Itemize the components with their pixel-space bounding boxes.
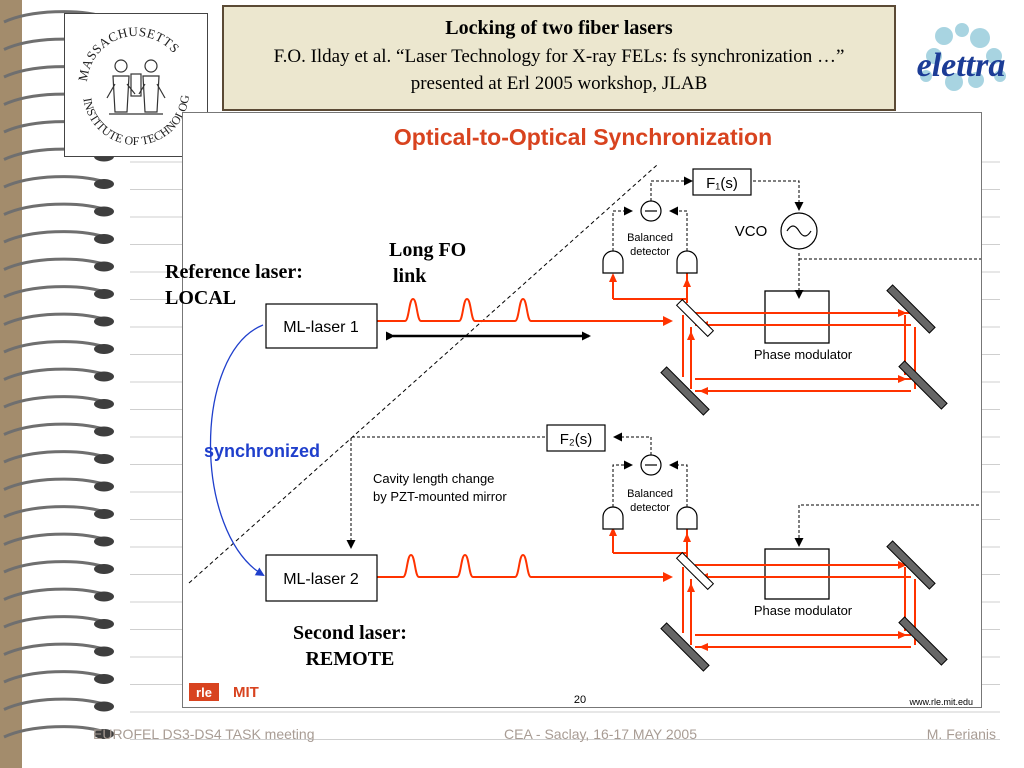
filter-f1-box [692,168,752,196]
filter-f2-box [546,424,606,452]
balanced-detector-2-label-b: detector [630,502,670,514]
filter-f2-label: F₂(s) [560,431,592,448]
spiral-hole [94,261,114,272]
spiral-hole [94,454,114,464]
synchronized-arrow [209,324,265,577]
slide-page-number: 20 [574,694,586,706]
header-citation: F.O. Ilday et al. “Laser Technology for … [273,46,845,94]
phase-modulator-1-box [764,290,830,344]
mirrors-1 [660,284,948,416]
cavity-beams-1 [612,273,916,392]
spiral-ring [3,560,109,574]
spiral-ring [3,505,109,519]
pulse-train-2 [377,553,673,582]
mit-seal-logo: MASSACHUSETTS INSTITUTE OF TECHNOLOGY [61,3,208,157]
ml-laser-2-box [265,554,378,602]
cavity-beams-2 [612,529,916,648]
phase-modulator-1-label: Phase modulator [754,347,853,362]
spiral-hole [94,509,114,519]
spiral-hole [94,179,114,189]
spiral-hole [94,701,114,712]
balanced-detector-1 [602,200,698,274]
header-title: Locking of two fiber lasers [445,17,673,39]
spiral-hole [94,481,114,492]
footer-left: EUROFEL DS3-DS4 TASK meeting [93,726,315,742]
elettra-logo: elettra [904,16,1018,102]
spine-band [0,0,22,768]
slide-title: Optical-to-Optical Synchronization [394,124,772,150]
ml-laser-1-label: ML-laser 1 [283,319,359,336]
spiral-hole [94,206,114,217]
spiral-ring [3,670,109,684]
spiral-ring [3,477,109,491]
spiral-ring [3,587,109,601]
spiral-hole [94,674,114,684]
embedded-slide: Optical-to-Optical Synchronization ML-la… [182,112,982,708]
spiral-hole [94,344,114,354]
header-title-box: Locking of two fiber lasers F.O. Ilday e… [222,5,896,111]
svg-text:rle: rle [196,685,212,700]
spiral-ring [3,312,109,326]
spiral-ring [3,532,109,546]
spiral-ring [3,257,109,271]
spiral-hole [94,289,114,299]
second-laser-annotation: Second laser: REMOTE [293,622,407,670]
filter-f1-label: F₁(s) [706,175,738,192]
synchronized-label: synchronized [204,441,320,461]
local-remote-separator [188,164,658,584]
synchronization-diagram: Optical-to-Optical Synchronization ML-la… [188,124,981,707]
spiral-ring [3,395,109,409]
spiral-hole [94,729,114,739]
spiral-hole [94,536,114,547]
spiral-ring [3,422,109,436]
spiral-hole [94,399,114,409]
spiral-hole [94,426,114,437]
spiral-ring [3,285,109,299]
spiral-hole [94,564,114,574]
spiral-ring [3,642,109,656]
spiral-ring [3,697,109,711]
spiral-ring [3,450,109,464]
footer-right: M. Ferianis [926,726,996,742]
footer-center: CEA - Saclay, 16-17 MAY 2005 [504,726,697,742]
vco-label: VCO [735,223,768,240]
spiral-ring [3,175,109,189]
balanced-detector-1-label-b: detector [630,246,670,258]
balanced-detector-1-label-a: Balanced [627,232,673,244]
pulse-train-1 [377,297,673,326]
spiral-hole [94,371,114,382]
spiral-hole [94,316,114,327]
cavity-note-line-1: Cavity length change [373,471,494,486]
spiral-ring [3,367,109,381]
reference-laser-annotation: Reference laser: LOCAL [165,261,303,309]
spiral-ring [3,615,109,629]
spiral-hole [94,234,114,244]
balanced-detector-2-label-a: Balanced [627,488,673,500]
svg-text:elettra: elettra [917,47,1006,84]
cavity-note-line-2: by PZT-mounted mirror [373,489,507,504]
mirrors-2 [660,540,948,672]
rle-logo [189,683,219,701]
phase-modulator-2-box [764,548,830,600]
spiral-hole [94,591,114,602]
ml-laser-1-box [265,303,378,349]
spiral-hole [94,619,114,629]
slide-url: www.rle.mit.edu [908,697,973,707]
ml-laser-2-label: ML-laser 2 [283,571,359,588]
spiral-ring [3,340,109,354]
spiral-ring [3,230,109,244]
phase-modulator-2-label: Phase modulator [754,603,853,618]
long-fo-link-annotation: Long FO link [389,239,467,287]
spiral-ring [3,202,109,216]
slide-mit-logo: MIT [233,684,259,701]
spiral-hole [94,646,114,657]
svg-text:MASSACHUSETTS: MASSACHUSETTS [75,24,183,83]
